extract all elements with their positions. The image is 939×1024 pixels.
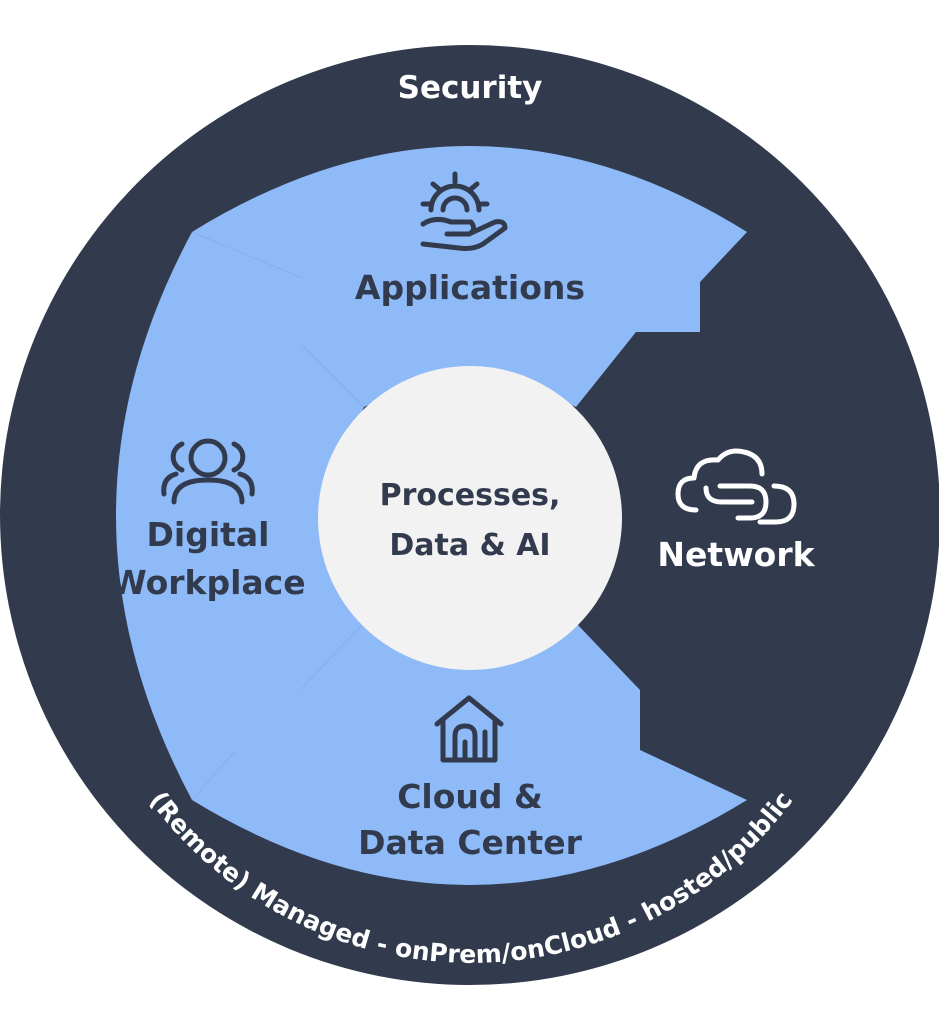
applications-label: Applications [355,268,585,307]
network-label: Network [657,535,815,574]
center-label-line1: Processes, [380,478,561,513]
digital-workplace-line2: Workplace [110,563,305,602]
house-icon [434,695,504,763]
center-label-line2: Data & AI [389,528,550,563]
segments-group [116,146,747,885]
cloud-link-icon [675,448,797,525]
digital-workplace-line1: Digital [147,515,270,554]
segment-digital-workplace [116,232,364,800]
cloud-label-line1: Cloud & [397,777,543,816]
segment-applications [192,146,747,407]
cloud-label-line2: Data Center [358,823,582,862]
security-title: Security [398,70,543,106]
hand-gear-icon [420,171,508,251]
center-circle [318,366,622,670]
people-icon [161,438,255,505]
segment-cloud-data-center [192,623,747,885]
